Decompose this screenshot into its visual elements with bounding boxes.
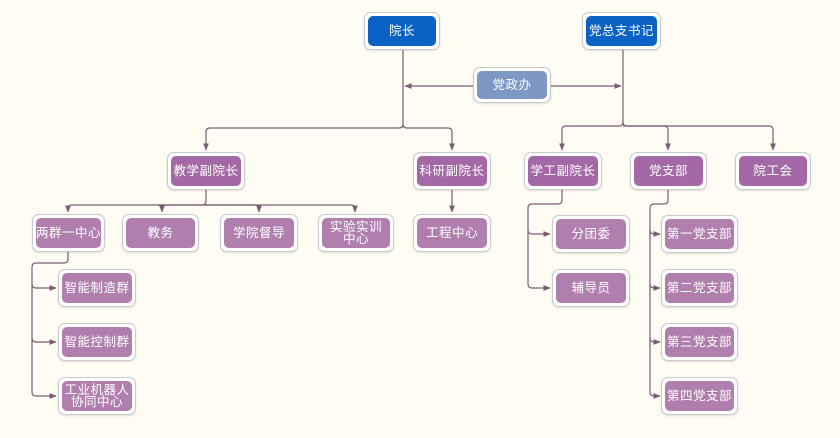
connector-secretary-student [559,121,624,151]
connector-groups-manufacturing [31,283,57,291]
branch-4-node[interactable]: 第四党支部 [661,377,738,415]
branch-3-node[interactable]: 第三党支部 [661,323,738,361]
connector-student-league [527,229,551,237]
training-center-label: 实验实训 中心 [322,218,390,248]
counselor-node[interactable]: 辅导员 [552,269,630,307]
branch-4-label: 第四党支部 [665,381,734,411]
party-branch-label: 党支部 [634,156,703,186]
two-groups-one-center-node[interactable]: 两群一中心 [32,214,105,252]
connector-dean-research [402,123,455,151]
branch-2-node[interactable]: 第二党支部 [661,269,738,307]
smart-manufacturing-label: 智能制造群 [62,273,132,303]
connector-groups-control [31,337,57,345]
engineering-center-label: 工程中心 [417,218,487,248]
vp-teaching-node[interactable]: 教学副院长 [167,152,245,190]
connector-branch-3 [649,337,661,345]
training-center-node[interactable]: 实验实训 中心 [318,214,394,252]
branch-3-label: 第三党支部 [665,327,734,357]
smart-manufacturing-node[interactable]: 智能制造群 [58,269,136,307]
vp-research-label: 科研副院长 [417,156,487,186]
dean-label: 院长 [368,16,436,46]
connector-secretary-branch [623,125,671,151]
branch-1-node[interactable]: 第一党支部 [661,215,738,253]
two-groups-one-center-label: 两群一中心 [36,218,101,248]
connector-dean-trunk [203,49,404,151]
connector-teaching-affairs [157,204,206,213]
robot-center-node[interactable]: 工业机器人 协同中心 [58,377,136,415]
connector-teaching-training [206,204,358,213]
party-admin-office-node[interactable]: 党政办 [473,67,551,103]
trade-union-label: 院工会 [739,156,807,186]
connector-branch-2 [649,283,661,291]
academic-affairs-node[interactable]: 教务 [122,214,199,252]
connector-branch-trunk [649,189,669,399]
engineering-center-node[interactable]: 工程中心 [413,214,491,252]
academic-affairs-label: 教务 [126,218,195,248]
branch-1-label: 第一党支部 [665,219,734,249]
party-branch-node[interactable]: 党支部 [630,152,707,190]
youth-league-node[interactable]: 分团委 [552,215,630,253]
connector-secretary-trunk [622,49,776,151]
party-admin-office-label: 党政办 [477,71,547,99]
connector-student-trunk [527,189,563,291]
connector-teaching-trunk [65,189,207,213]
branch-2-label: 第二党支部 [665,273,734,303]
trade-union-node[interactable]: 院工会 [735,152,811,190]
robot-center-label: 工业机器人 协同中心 [62,381,132,411]
smart-control-label: 智能控制群 [62,327,132,357]
party-secretary-node[interactable]: 党总支书记 [582,12,661,50]
vp-student-label: 学工副院长 [528,156,598,186]
connector-branch-1 [649,229,661,237]
counselor-label: 辅导员 [556,273,626,303]
connector-groups-trunk [31,252,69,399]
supervision-label: 学院督导 [224,218,294,248]
dean-node[interactable]: 院长 [364,12,440,50]
supervision-node[interactable]: 学院督导 [220,214,298,252]
vp-teaching-label: 教学副院长 [171,156,241,186]
vp-research-node[interactable]: 科研副院长 [413,152,491,190]
vp-student-node[interactable]: 学工副院长 [524,152,602,190]
connector-teaching-supervision [206,204,262,213]
party-secretary-label: 党总支书记 [586,16,657,46]
smart-control-node[interactable]: 智能控制群 [58,323,136,361]
youth-league-label: 分团委 [556,219,626,249]
